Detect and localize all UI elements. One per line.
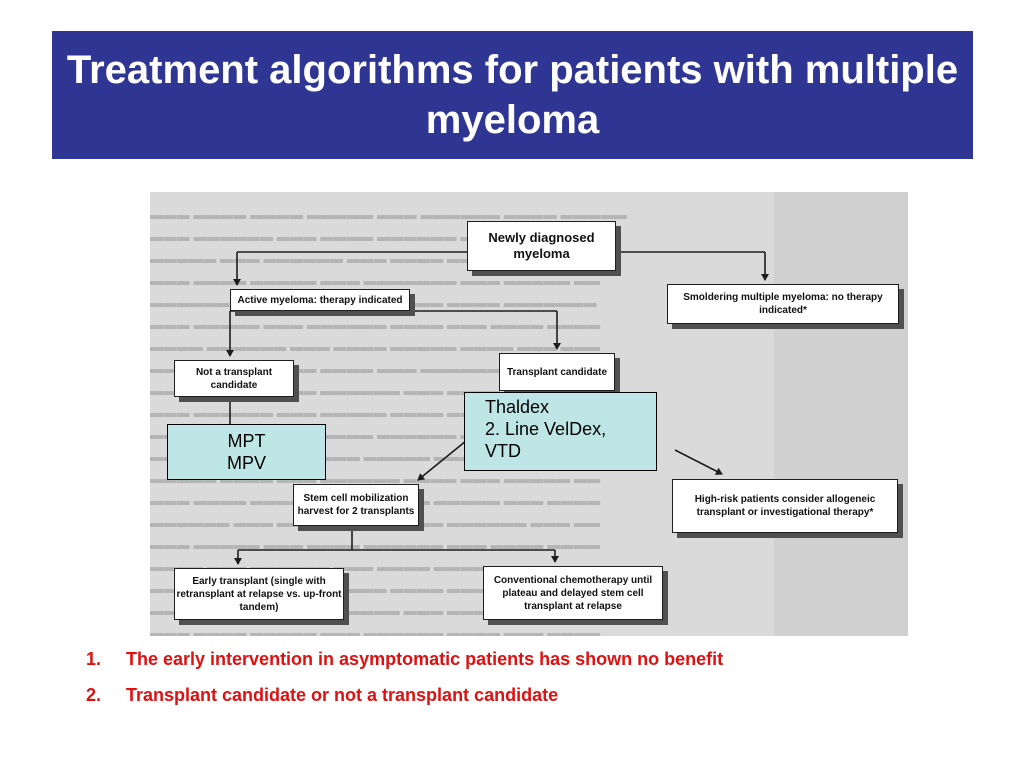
stem-cell-box: Stem cell mobilization harvest for 2 tra… bbox=[293, 484, 419, 526]
notes-list: 1. The early intervention in asymptomati… bbox=[86, 641, 723, 713]
thaldex-overlay-box: Thaldex 2. Line VelDex, VTD bbox=[464, 392, 657, 471]
newly-diagnosed-label: Newly diagnosed myeloma bbox=[488, 230, 595, 261]
transplant-box: Transplant candidate bbox=[499, 353, 615, 391]
note-text: Transplant candidate or not a transplant… bbox=[126, 684, 559, 705]
early-transplant-label: Early transplant (single with retranspla… bbox=[176, 575, 342, 613]
conventional-box: Conventional chemotherapy until plateau … bbox=[483, 566, 663, 620]
mpt-overlay-box: MPT MPV bbox=[167, 424, 326, 480]
thaldex-line3: VTD bbox=[485, 441, 521, 461]
transplant-label: Transplant candidate bbox=[506, 366, 608, 378]
newly-diagnosed-box: Newly diagnosed myeloma bbox=[467, 221, 616, 271]
high-risk-label: High-risk patients consider allogeneic t… bbox=[694, 494, 876, 518]
note-text: The early intervention in asymptomatic p… bbox=[126, 648, 724, 669]
mpt-line2: MPV bbox=[226, 453, 266, 473]
thaldex-line2: 2. Line VelDex, bbox=[485, 419, 607, 439]
conventional-label: Conventional chemotherapy until plateau … bbox=[493, 574, 653, 612]
high-risk-box: High-risk patients consider allogeneic t… bbox=[672, 479, 898, 533]
arrow-to-high-risk bbox=[674, 449, 723, 475]
not-transplant-label: Not a transplant candidate bbox=[195, 366, 273, 391]
active-myeloma-label: Active myeloma: therapy indicated bbox=[237, 294, 403, 306]
smoldering-label: Smoldering multiple myeloma: no therapy … bbox=[683, 292, 883, 316]
title-bar: Treatment algorithms for patients with m… bbox=[52, 31, 973, 159]
note-number: 2. bbox=[86, 684, 102, 705]
not-transplant-box: Not a transplant candidate bbox=[174, 360, 294, 397]
scan-right-column bbox=[774, 192, 908, 636]
smoldering-box: Smoldering multiple myeloma: no therapy … bbox=[667, 284, 899, 324]
slide-title: Treatment algorithms for patients with m… bbox=[66, 48, 959, 142]
note-item: 1. The early intervention in asymptomati… bbox=[86, 641, 723, 677]
stem-cell-label: Stem cell mobilization harvest for 2 tra… bbox=[297, 493, 415, 517]
note-number: 1. bbox=[86, 648, 102, 669]
active-myeloma-box: Active myeloma: therapy indicated bbox=[230, 289, 410, 311]
note-item: 2. Transplant candidate or not a transpl… bbox=[86, 677, 723, 713]
early-transplant-box: Early transplant (single with retranspla… bbox=[174, 568, 344, 620]
thaldex-line1: Thaldex bbox=[485, 397, 550, 417]
mpt-line1: MPT bbox=[227, 431, 266, 451]
